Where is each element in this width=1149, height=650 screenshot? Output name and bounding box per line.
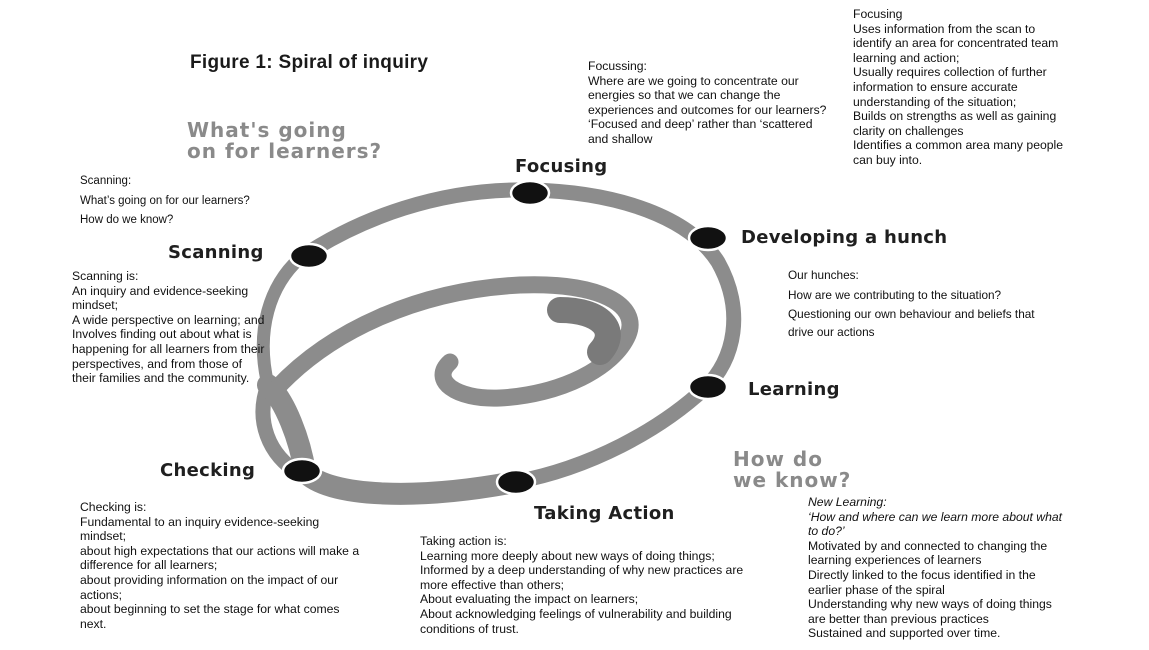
note-line: About acknowledging feelings of vulnerab… — [420, 606, 732, 621]
note-line: difference for all learners; — [80, 558, 218, 573]
note-line: How do we know? — [80, 214, 174, 226]
note-line: to do?’ — [808, 524, 845, 539]
note-line: Motivated by and connected to changing t… — [808, 538, 1048, 553]
note-line: happening for all learners from their — [72, 341, 265, 356]
note-line: About evaluating the impact on learners; — [420, 592, 639, 607]
note-line: their families and the community. — [72, 371, 250, 386]
note-line: Directly linked to the focus identified … — [808, 567, 1036, 582]
note-line: Informed by a deep understanding of why … — [420, 563, 744, 578]
learning-marker — [687, 373, 729, 401]
note-line: Understanding why new ways of doing thin… — [808, 597, 1052, 612]
question-how-know-line-1: How do — [733, 447, 823, 471]
note-line: identify an area for concentrated team — [853, 36, 1059, 51]
note-hunches: Our hunches: How are we contributing to … — [788, 266, 1035, 339]
note-line: conditions of trust. — [420, 621, 519, 636]
note-line: mindset; — [80, 529, 127, 544]
note-line: learning and action; — [853, 50, 960, 65]
stage-label-learning: Learning — [748, 379, 840, 400]
note-scanning-questions: Scanning: What’s going on for our learne… — [80, 172, 250, 231]
note-line: Our hunches: — [788, 268, 859, 282]
spiral-inner-loop — [266, 276, 639, 407]
scanning-marker — [288, 242, 330, 270]
checking-marker — [281, 457, 323, 485]
stage-label-taking-action: Taking Action — [534, 503, 675, 524]
note-line: Fundamental to an inquiry evidence-seeki… — [80, 514, 320, 529]
question-going-on: What's going on for learners? — [187, 120, 382, 162]
stage-label-developing-a-hunch: Developing a hunch — [741, 227, 948, 248]
note-line: An inquiry and evidence-seeking — [72, 283, 249, 298]
note-line: next. — [80, 616, 107, 631]
taking-action-marker — [495, 468, 537, 496]
note-checking-is: Checking is: Fundamental to an inquiry e… — [80, 500, 359, 631]
note-line: Focussing: — [588, 59, 647, 73]
note-line: How are we contributing to the situation… — [788, 287, 1002, 302]
note-line: Usually requires collection of further — [853, 65, 1047, 80]
note-line: Scanning: — [80, 175, 132, 187]
note-line: about providing information on the impac… — [80, 572, 339, 587]
note-line: clarity on challenges — [853, 123, 964, 138]
spiral-left-arc — [256, 251, 307, 392]
stage-label-checking: Checking — [160, 460, 256, 481]
note-new-learning: New Learning: ‘How and where can we lear… — [808, 495, 1062, 641]
note-line: Taking action is: — [420, 534, 507, 548]
note-line: Scanning is: — [72, 269, 139, 283]
note-line: Builds on strengths as well as gaining — [853, 109, 1057, 124]
note-line: ‘How and where can we learn more about w… — [808, 509, 1063, 524]
note-line: actions; — [80, 587, 123, 602]
note-focussing-question: Focussing: Where are we going to concent… — [588, 59, 826, 147]
developing-marker — [687, 224, 729, 252]
note-line: and shallow — [588, 131, 653, 146]
question-how-know: How do we know? — [733, 449, 851, 491]
note-line: ‘Focused and deep’ rather than ‘scattere… — [588, 117, 813, 132]
focusing-marker — [509, 179, 551, 207]
note-line: Learning more deeply about new ways of d… — [420, 548, 715, 563]
spiral-band — [255, 182, 742, 505]
note-line: drive our actions — [788, 324, 875, 339]
note-line: Identifies a common area many people — [853, 138, 1064, 153]
note-focusing-uses: Focusing Uses information from the scan … — [853, 7, 1063, 168]
note-line: New Learning: — [808, 495, 887, 509]
note-line: Uses information from the scan to — [853, 21, 1036, 36]
note-line: more effective than others; — [420, 577, 565, 592]
note-line: information to ensure accurate — [853, 79, 1018, 94]
spiral-inner-tail — [547, 297, 621, 365]
note-scanning-is: Scanning is: An inquiry and evidence-see… — [72, 269, 264, 386]
note-line: Where are we going to concentrate our — [588, 73, 799, 88]
note-line: mindset; — [72, 298, 119, 313]
question-going-on-line-1: What's going — [187, 118, 347, 142]
note-line: What’s going on for our learners? — [80, 194, 250, 207]
stage-markers — [281, 179, 729, 496]
note-line: energies so that we can change the — [588, 88, 781, 103]
note-line: perspectives, and from those of — [72, 356, 243, 371]
note-line: A wide perspective on learning; and — [72, 312, 265, 327]
note-line: Sustained and supported over time. — [808, 626, 1001, 641]
stage-label-scanning: Scanning — [168, 242, 264, 263]
note-line: Involves finding out about what is — [72, 327, 252, 342]
note-line: earlier phase of the spiral — [808, 582, 945, 597]
note-line: are better than previous practices — [808, 611, 989, 626]
figure-title: Figure 1: Spiral of inquiry — [190, 52, 429, 73]
note-line: understanding of the situation; — [853, 94, 1017, 109]
question-how-know-line-2: we know? — [733, 468, 852, 492]
question-going-on-line-2: on for learners? — [187, 139, 383, 163]
stage-label-focusing: Focusing — [515, 156, 608, 177]
note-line: about beginning to set the stage for wha… — [80, 602, 340, 617]
note-taking-action-is: Taking action is: Learning more deeply a… — [420, 534, 743, 636]
note-line: experiences and outcomes for our learner… — [588, 102, 827, 117]
note-line: Checking is: — [80, 500, 147, 514]
note-line: learning experiences of learners — [808, 553, 982, 568]
note-line: Questioning our own behaviour and belief… — [788, 307, 1035, 321]
note-line: can buy into. — [853, 152, 923, 167]
note-line: Focusing — [853, 7, 903, 21]
note-line: about high expectations that our actions… — [80, 543, 360, 558]
